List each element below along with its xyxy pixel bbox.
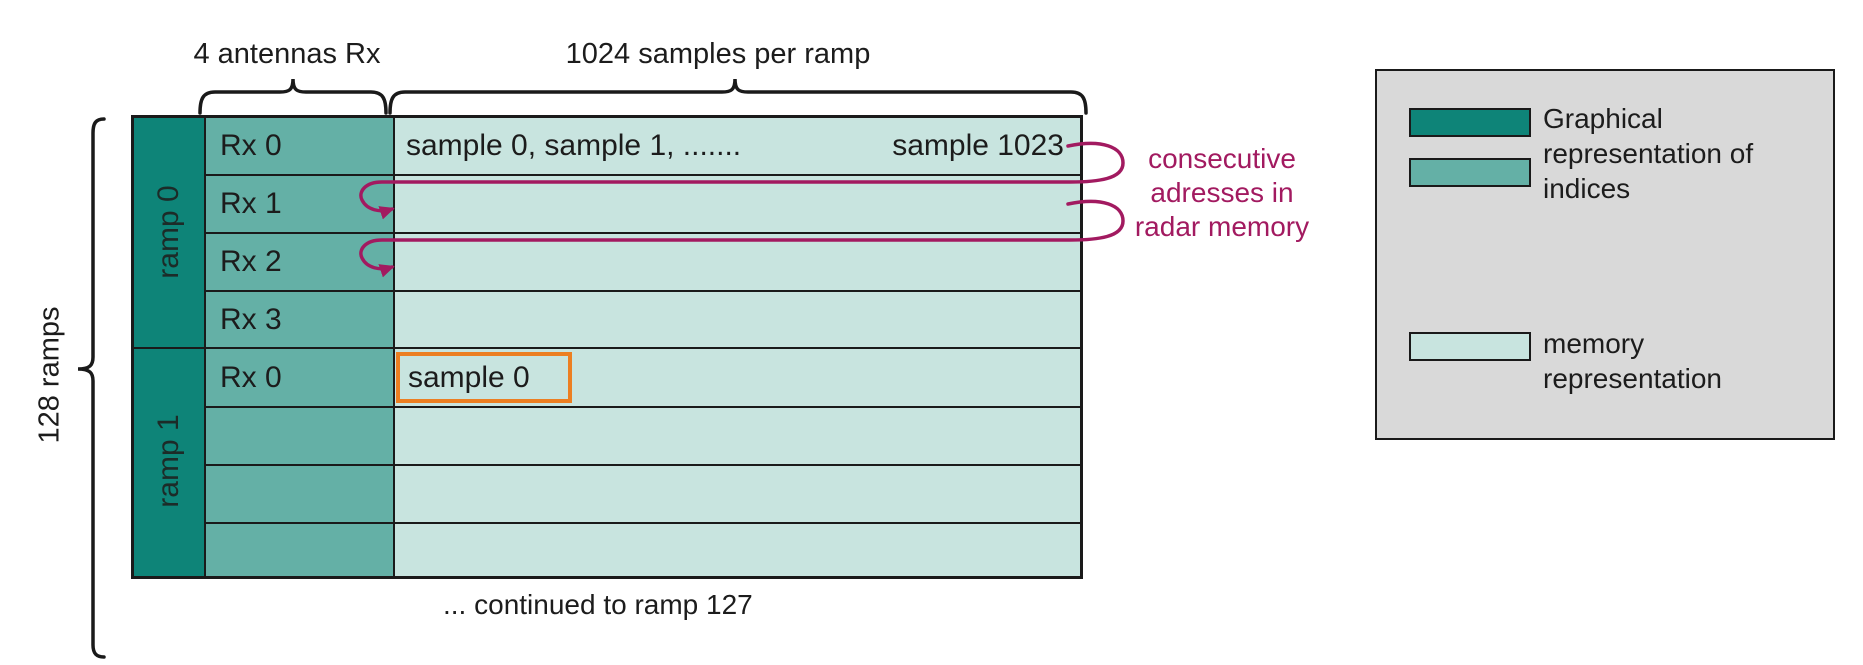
rx1-label: Rx 1 (220, 187, 282, 220)
ramp-divider (134, 347, 1080, 349)
legend-swatch-medium-teal (1409, 158, 1531, 187)
samples-brace (388, 78, 1088, 115)
antennas-brace (198, 78, 388, 115)
rx0-label: Rx 0 (220, 129, 282, 162)
rx2-label: Rx 2 (220, 245, 282, 278)
annotation-line-3: radar memory (1134, 211, 1310, 242)
legend-indices-line-3: indices (1543, 173, 1631, 204)
memory-address-annotation: consecutive adresses in radar memory (1107, 142, 1337, 244)
row-divider (204, 232, 1080, 234)
legend-swatch-light-teal (1409, 332, 1531, 361)
sample0-highlight-box: sample 0 (396, 352, 572, 403)
continued-label: ... continued to ramp 127 (443, 589, 753, 620)
annotation-line-2: adresses in (1150, 177, 1294, 208)
row-divider (204, 522, 1080, 524)
ramps-brace (77, 117, 106, 659)
legend-label-memory: memory representation (1543, 326, 1813, 396)
row-divider (204, 464, 1080, 466)
row-divider (204, 406, 1080, 408)
samples-row-0: sample 0, sample 1, ....... sample 1023 (392, 118, 1080, 174)
rx3-label: Rx 3 (220, 303, 282, 336)
legend-memory-line-1: memory (1543, 328, 1645, 359)
legend-indices-line-1: Graphical (1543, 103, 1663, 134)
ramps-count-label: 128 ramps (33, 306, 66, 444)
samples-label: 1024 samples per ramp (565, 38, 871, 70)
antennas-label: 4 antennas Rx (193, 38, 381, 70)
ramp1-label: ramp 1 (152, 414, 185, 508)
sample0-cell-text: sample 0 (408, 361, 530, 394)
ramp0-label: ramp 0 (152, 185, 185, 279)
legend-swatch-dark-teal (1409, 108, 1531, 137)
row-divider (204, 174, 1080, 176)
annotation-line-1: consecutive (1148, 143, 1296, 174)
legend-label-indices: Graphical representation of indices (1543, 101, 1813, 206)
legend-memory-line-2: representation (1543, 363, 1723, 394)
ramp1-rx0-label: Rx 0 (220, 361, 282, 394)
samples-right-text: sample 1023 (892, 129, 1064, 162)
legend-indices-line-2: representation of (1543, 138, 1754, 169)
legend-box: Graphical representation of indices memo… (1375, 69, 1835, 440)
samples-left-text: sample 0, sample 1, ....... (406, 129, 742, 162)
memory-table: ramp 0 ramp 1 Rx 0 Rx 1 Rx 2 Rx 3 Rx 0 s… (131, 115, 1083, 579)
row-divider (204, 290, 1080, 292)
